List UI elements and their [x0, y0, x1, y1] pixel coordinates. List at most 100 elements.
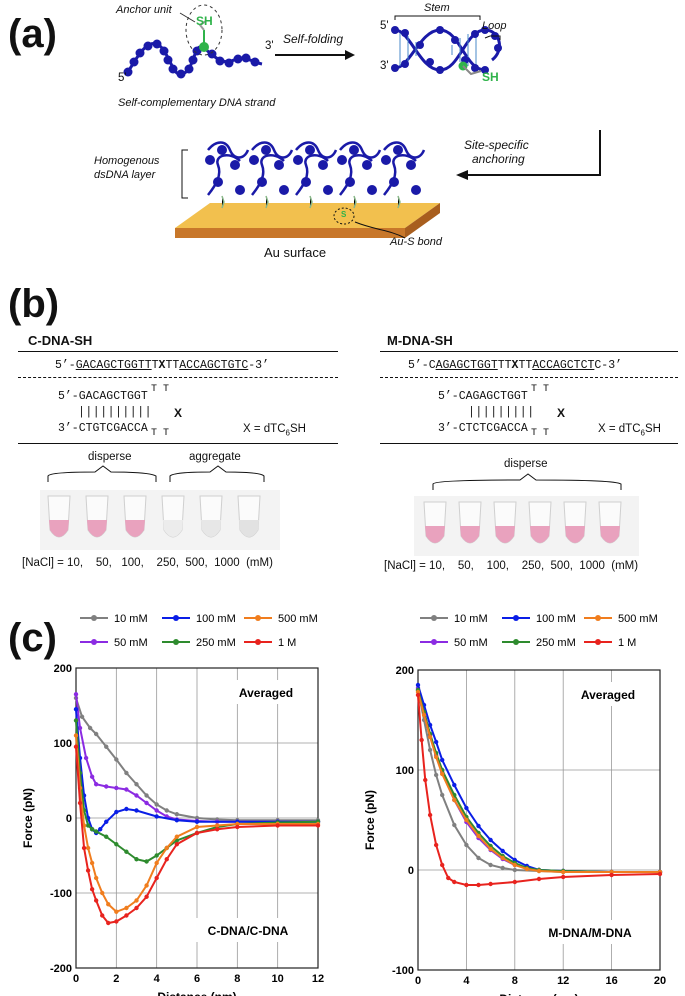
data-point [106, 902, 111, 907]
series-1-m [415, 692, 663, 888]
data-point [81, 845, 87, 851]
c-brackets [47, 465, 265, 482]
panel-b-label: (b) [8, 282, 60, 326]
data-point [415, 692, 421, 698]
m-disperse-label: disperse [504, 458, 548, 470]
data-point [89, 774, 95, 779]
data-point [235, 824, 240, 830]
data-point [154, 802, 159, 807]
data-point [427, 747, 433, 753]
data-point [476, 823, 481, 829]
data-point [134, 808, 139, 813]
three-prime-label: 3' [265, 40, 274, 52]
c-dna-sequence: 5’-GACAGCTGGTTTXTTACCAGCTGTC-3’ [55, 359, 269, 372]
m-tubes [414, 496, 639, 556]
sh-label: SH [196, 14, 213, 28]
data-point [134, 782, 139, 787]
data-point [512, 867, 517, 873]
data-point [73, 733, 79, 738]
sample-tube [199, 495, 223, 538]
data-point [134, 857, 139, 862]
data-point [98, 827, 103, 832]
label-bg [530, 920, 650, 944]
legend-label: 100 mM [196, 613, 236, 625]
m-hairpin-top: 5’-CAGAGCTGGT [438, 390, 528, 403]
data-point [500, 865, 505, 871]
data-point [512, 879, 517, 885]
au-s-bond-label: Au-S bond [390, 236, 442, 248]
x-tick-label: 0 [73, 973, 79, 985]
data-point [452, 879, 457, 885]
au-surface-label: Au surface [264, 245, 327, 260]
data-point [419, 737, 424, 743]
data-point [114, 809, 119, 815]
panel-c-label: (c) [8, 616, 57, 660]
data-point [433, 739, 439, 745]
y-tick-label: -100 [50, 888, 72, 900]
m-nacl-label: [NaCl] = 10, 50, 100, 250, 500, 1000 (mM… [384, 560, 639, 572]
annotation-bg [568, 682, 648, 706]
data-point [104, 819, 109, 824]
x-tick-label: 4 [154, 973, 161, 985]
sample-tube [47, 495, 71, 538]
y-axis-label: Force (pN) [21, 788, 35, 848]
m-dna-title: M-DNA-SH [387, 333, 453, 348]
c-dna-title: C-DNA-SH [28, 333, 93, 348]
x-tick-label: 12 [312, 973, 324, 985]
data-point [214, 823, 220, 828]
y-axis-label: Force (pN) [363, 790, 377, 850]
data-point [464, 817, 469, 823]
data-point [114, 757, 119, 762]
data-point [154, 808, 159, 813]
data-point [174, 818, 180, 823]
y-tick-label: 100 [396, 765, 414, 777]
data-point [440, 757, 445, 763]
legend-entry: 250 mM [502, 637, 576, 649]
x-tick-label: 20 [654, 975, 666, 987]
y-tick-label: 200 [54, 663, 72, 675]
data-point [476, 855, 481, 861]
sample-tube [423, 501, 447, 544]
data-point [452, 782, 457, 788]
divider [18, 443, 338, 444]
c-hairpin-bottom: 3’-CTGTCGACCA [58, 422, 148, 435]
legend-entry: 250 mM [162, 637, 236, 649]
legend-entry: 1 M [584, 637, 636, 649]
data-point [423, 777, 428, 783]
data-point [427, 722, 433, 728]
sample-tube [161, 495, 185, 538]
x-axis-label: Distance (nm) [157, 990, 236, 996]
folded-hairpin [394, 28, 501, 72]
data-point [164, 808, 169, 813]
divider [18, 351, 338, 352]
x-tick-label: 16 [605, 975, 617, 987]
legend-entry: 100 mM [502, 613, 576, 625]
data-point [73, 707, 79, 712]
divider [380, 351, 678, 352]
legend-label: 10 mM [454, 613, 488, 625]
data-point [561, 869, 566, 875]
m-dna-sequence: 5’-CAGAGCTGGTTTXTTACCAGCTCTC-3’ [408, 359, 622, 372]
divider [18, 377, 338, 378]
legend-label: 50 mM [454, 637, 488, 649]
y-tick-label: 0 [66, 813, 72, 825]
c-disperse-label: disperse [88, 451, 132, 463]
plot-frame [75, 667, 319, 969]
data-point [488, 881, 493, 887]
data-point [275, 823, 280, 828]
data-point [488, 862, 493, 868]
y-tick-label: 200 [396, 665, 414, 677]
data-point [476, 833, 481, 839]
data-point [134, 793, 139, 798]
c-tubes [40, 490, 280, 550]
data-point [93, 898, 99, 903]
data-point [104, 744, 109, 749]
panel-a-label: (a) [8, 12, 57, 56]
data-point [93, 782, 99, 787]
x-tick-label: 12 [557, 975, 569, 987]
x-tick-label: 0 [415, 975, 421, 987]
x-axis-label: Distance (nm) [499, 992, 578, 996]
anchor-unit-label: Anchor unit [116, 4, 172, 16]
data-point [174, 842, 180, 847]
hairpin-three-prime: 3' [380, 60, 389, 72]
